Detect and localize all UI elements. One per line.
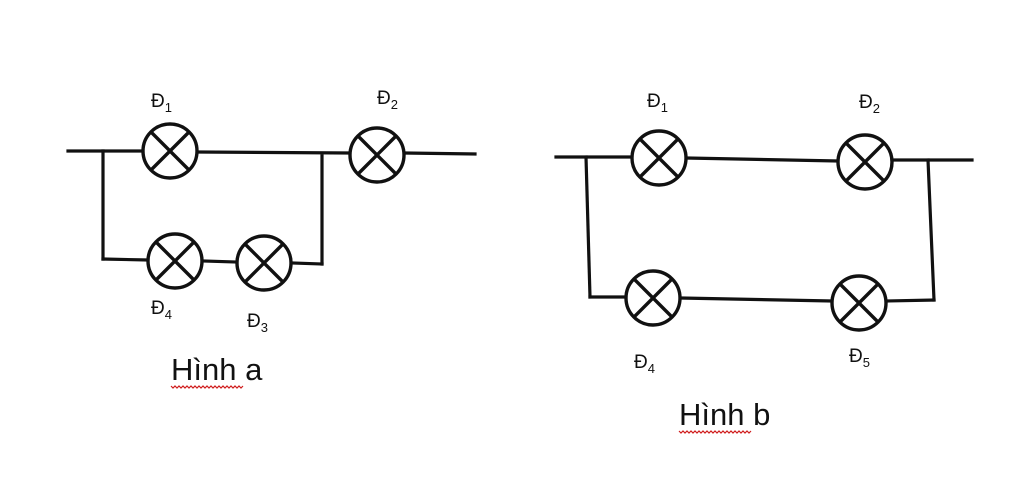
lamp-cross (150, 131, 190, 171)
lamp-label-b-d1: Đ1 (647, 91, 668, 115)
figure-a-wires (66, 149, 477, 266)
lamp-cross (633, 278, 673, 318)
caption-figure-a: Hình a (171, 352, 263, 387)
wire (885, 298, 936, 303)
lamp-a-d1 (141, 122, 199, 180)
lamp-a-d4 (146, 232, 204, 290)
wire (679, 296, 833, 303)
lamp-label-a-d4: Đ4 (151, 298, 172, 322)
lamp-label-a-d3: Đ3 (247, 311, 268, 335)
lamp-cross (244, 243, 284, 283)
lamp-cross (155, 241, 195, 281)
figure-a: Đ1 Đ2 Đ4 Đ3 Hình a (66, 88, 477, 389)
lamp-b-d1 (630, 129, 688, 187)
lamp-a-d2 (348, 126, 406, 184)
wire (196, 150, 351, 155)
wire (101, 257, 149, 262)
lamp-a-d3 (235, 234, 293, 292)
lamp-cross (839, 283, 879, 323)
wire (403, 151, 477, 156)
lamp-b-d5 (830, 274, 888, 332)
lamp-label-a-d2: Đ2 (377, 88, 398, 112)
lamp-label-b-d5: Đ5 (849, 346, 870, 370)
lamp-cross (845, 142, 885, 182)
spellcheck-underline (678, 430, 752, 434)
lamp-cross (639, 138, 679, 178)
spellcheck-underline (170, 385, 244, 389)
wire (584, 155, 592, 299)
wire (685, 156, 839, 163)
wire (290, 261, 324, 266)
figure-b: Đ1 Đ2 Đ4 Đ5 Hình b (554, 91, 974, 434)
figure-b-wires (554, 155, 974, 303)
lamp-cross (357, 135, 397, 175)
lamp-label-b-d2: Đ2 (859, 92, 880, 116)
wire (201, 259, 238, 264)
lamp-label-b-d4: Đ4 (634, 352, 655, 376)
lamp-label-a-d1: Đ1 (151, 91, 172, 115)
lamp-b-d4 (624, 269, 682, 327)
lamp-b-d2 (836, 133, 894, 191)
caption-figure-b: Hình b (679, 397, 770, 432)
wire (926, 158, 936, 302)
